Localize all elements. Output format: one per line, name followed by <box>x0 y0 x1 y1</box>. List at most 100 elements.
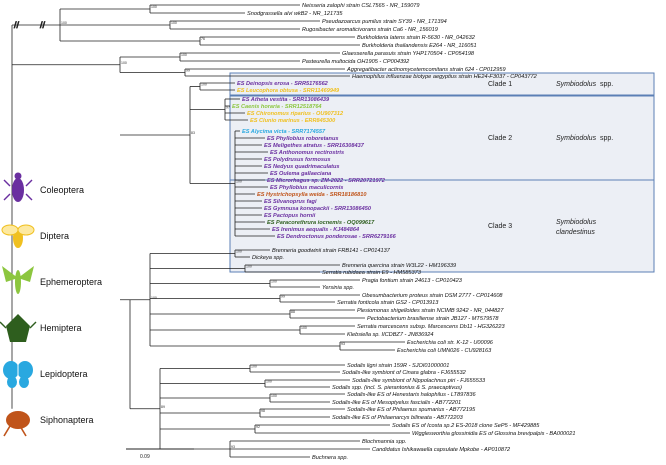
tip-label: Plesiomonas shigelloides strain NCIMB 92… <box>357 308 504 314</box>
bug-icon <box>0 314 37 342</box>
clade-3-box <box>229 179 655 273</box>
tip-label: Candidatus Ishikawaella capsulate Mpkobe… <box>372 447 511 453</box>
axis-break-mark: // <box>14 20 20 30</box>
support-value: 76 <box>201 37 205 41</box>
clade-2-box <box>229 95 655 181</box>
support-value: 93 <box>231 445 235 449</box>
tip-label: ES Leucophora obtusa - SRR11469949 <box>237 88 340 94</box>
tip-label: Sodalis-like ES of Philaenarcys bilineat… <box>332 415 464 421</box>
clade-genus-suffix: clandestinus <box>556 229 595 236</box>
tip-label: ES Alycima victa - SRR7174557 <box>242 129 326 135</box>
clade-label: Clade 2 <box>488 135 512 142</box>
tip-label: Obesumbacterium proteus strain DSM 2777 … <box>362 293 503 299</box>
legend-label: Ephemeroptera <box>40 277 102 287</box>
insect-order-legend: ColeopteraDipteraEphemeropteraHemipteraL… <box>0 172 102 437</box>
tip-label: Serratia fonticola strain GS2 - CP013913 <box>337 300 439 306</box>
tip-label: Serratia marcescens subsp. Marcescens Db… <box>357 324 505 330</box>
support-value: 98 <box>261 409 265 413</box>
tip-label: ES Paracorethrura iocnemis - OQ099617 <box>267 220 375 226</box>
support-value: 88 <box>291 310 295 314</box>
support-value: 99 <box>281 295 285 299</box>
support-value: 100 <box>271 394 277 398</box>
support-value: 83 <box>191 131 195 135</box>
tip-label: ES Hystrichopsylla weida - SRR18186810 <box>257 192 367 198</box>
support-values: 1001007610099100971001001001009988100931… <box>61 5 345 449</box>
tip-label: ES Anthonomus rectirostris <box>270 150 344 156</box>
tip-label: ES Caenis horaria - SRR12518764 <box>232 104 322 110</box>
tip-label: Sodalis-like ES of Philaenus spumarius -… <box>347 407 476 413</box>
tip-label: Pragia fontium strain 24613 - CP010423 <box>362 278 463 284</box>
tip-label: ES Dendroctonus ponderosae - SRR6279166 <box>277 234 397 240</box>
tip-label: Sodalis-like ES of Henestaris halophilus… <box>347 392 477 398</box>
tip-label: ES Phyllobius maculicornis <box>270 185 343 191</box>
tip-label: Serratia rubidaea strain E9 - HM585373 <box>322 270 422 276</box>
support-value: 100 <box>151 296 157 300</box>
legend-label: Lepidoptera <box>40 369 88 379</box>
legend-label: Coleoptera <box>40 185 84 195</box>
support-value: 100 <box>251 365 257 369</box>
tip-label: Sodalis-like symbiont of Nippolachnus pi… <box>352 378 486 384</box>
fly-icon <box>1 224 35 248</box>
tip-label: Wigglesworthia glossinidia ES of Glossin… <box>412 431 576 437</box>
scale-bar: 0.09 <box>126 448 194 460</box>
tip-label: ES Deinopsis erosa - SRR5176562 <box>237 81 329 87</box>
clade-genus-suffix: spp. <box>600 135 613 142</box>
clade-label: Clade 1 <box>488 81 512 88</box>
mayfly-icon <box>2 266 34 294</box>
tip-label: ES Clunio marinus - ERR845300 <box>250 118 336 124</box>
legend-label: Siphonaptera <box>40 415 94 425</box>
scale-bar-label: 0.09 <box>140 454 150 460</box>
tip-label: Brenneria goodwinii strain FRB141 - CP01… <box>272 248 391 254</box>
support-value: 100 <box>121 61 127 65</box>
tip-label: Yersinia spp. <box>322 285 354 291</box>
tip-label: Sodalis spp. (incl. S. pierantonius & S.… <box>332 385 462 391</box>
tip-label: ES Silvanoprus fagi <box>264 199 317 205</box>
clade-genus: Symbiodolus <box>556 81 597 88</box>
tip-label: ES Gymnusa konopackii - SRR13086450 <box>264 206 372 212</box>
clade-label: Clade 3 <box>488 223 512 230</box>
tip-label: Escherichia coli str. K-12 - U00096 <box>407 340 494 346</box>
support-value: 100 <box>246 265 252 269</box>
tip-label: ES Microrhagus sp. ZM-2022 - SRR20721972 <box>267 178 386 184</box>
tip-label: ES Polydrusus formosus <box>264 157 331 163</box>
tip-label: Aggregatibacter actinomycetemcomitans st… <box>346 67 506 73</box>
support-value: 100 <box>266 380 272 384</box>
flea-icon <box>3 411 30 437</box>
clade-1-box <box>229 72 655 96</box>
tip-label: Sodalis ES of Icosta sp.2 ES-2018 clone … <box>392 423 540 429</box>
tip-label: ES Atheta vestita - SRR13086439 <box>242 97 330 103</box>
support-value: 100 <box>236 180 242 184</box>
tip-label: Buchnera spp. <box>312 455 348 461</box>
tip-label: ES Irenimus aequalis - KJ484864 <box>272 227 360 233</box>
tip-label: Pasteurella multocida OH1905 - CP004392 <box>302 59 410 65</box>
tip-label: Sodalis ligni strain 159R - SJOI01000001 <box>347 363 449 369</box>
tip-label: Pectobacterium brasiliense strain JB127 … <box>367 316 499 322</box>
tip-label: Neisseria zalophi strain CSL7565 - NR_15… <box>302 3 420 9</box>
tip-label: ES Nedyus quadrimaculatus <box>264 164 340 170</box>
tip-label: Dickeya spp. <box>252 255 284 261</box>
clade-genus-suffix: spp. <box>600 81 613 88</box>
tip-label: ES Phyllobius roboretanus <box>267 136 339 142</box>
support-value: 93 <box>341 342 345 346</box>
support-value: 100 <box>171 21 177 25</box>
tip-labels: Neisseria zalophi strain CSL7565 - NR_15… <box>232 3 576 461</box>
support-value: 100 <box>61 21 67 25</box>
support-value: 89 <box>161 405 165 409</box>
tip-label: Blochmannia spp. <box>362 439 406 445</box>
tip-label: Sodalis-like symbiont of Cinara glabra -… <box>342 370 467 376</box>
tip-label: Snodgrassella alvi wkB2 - NR_121735 <box>247 11 343 17</box>
beetle-icon <box>3 172 33 202</box>
legend-label: Diptera <box>40 231 69 241</box>
tip-label: ES Meligethes atratus - SRR16308437 <box>264 143 365 149</box>
tip-label: Klebsiella sp. IICDBZ7 - JN836924 <box>347 332 433 338</box>
tip-label: Sodalis-like ES of Mesoptyelus fascialis… <box>332 400 461 406</box>
support-value: 100 <box>151 5 157 9</box>
tip-label: Brenneria quercina strain W3L22 - HM1963… <box>342 263 456 269</box>
support-value: 100 <box>301 326 307 330</box>
tip-label: Rugosibacter aromaticivorans strain Ca6 … <box>302 27 438 33</box>
tip-label: Glaesserella parasuis strain YHP170504 -… <box>342 51 475 57</box>
butterfly-icon <box>3 361 33 388</box>
